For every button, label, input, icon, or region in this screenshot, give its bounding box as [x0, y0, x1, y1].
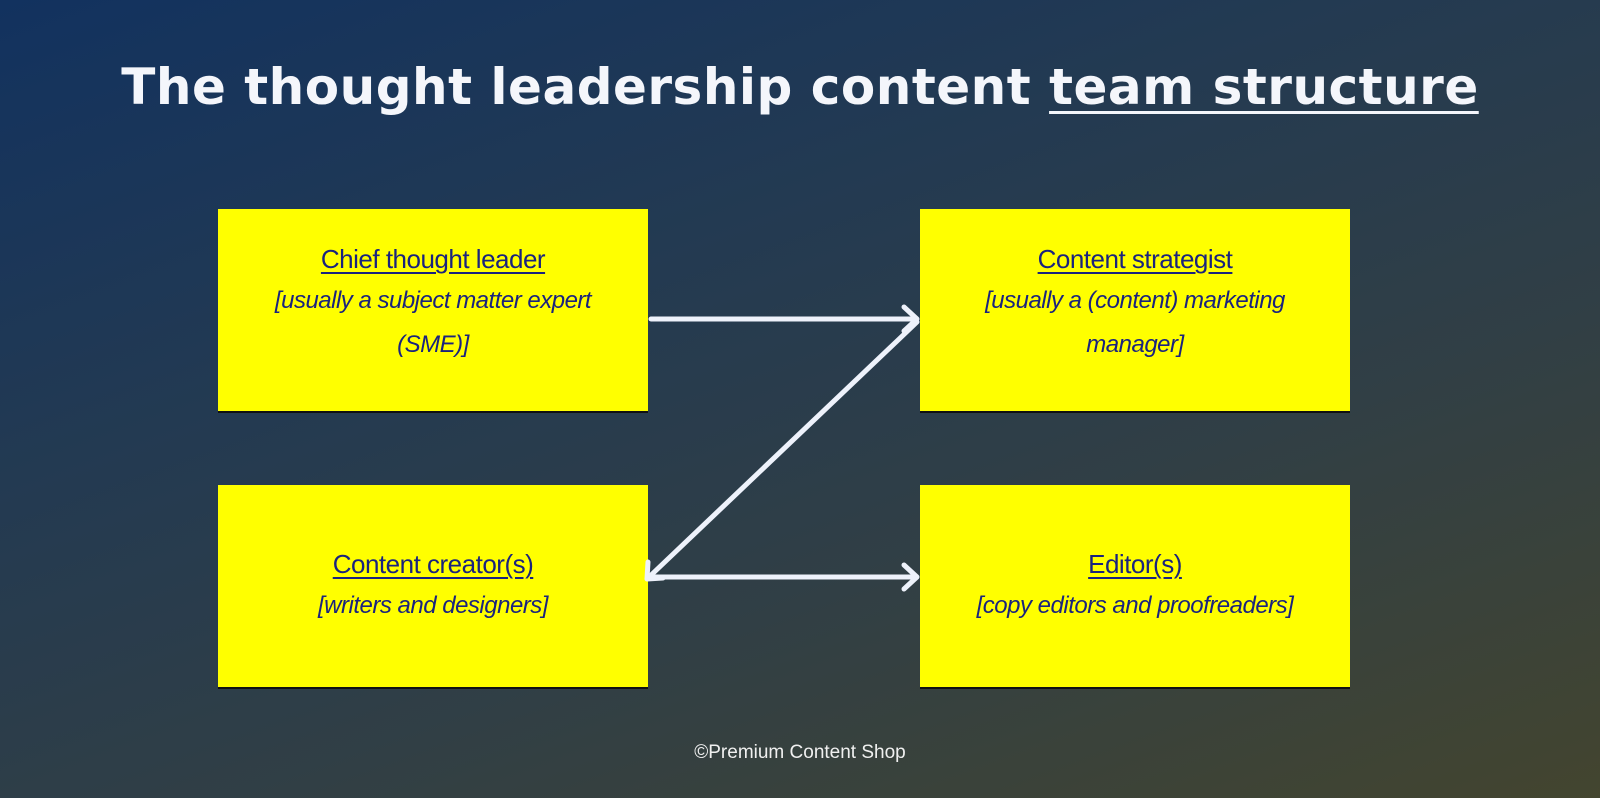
box-editors: Editor(s) [copy editors and proofreaders… [920, 485, 1350, 687]
box-heading: Content creator(s) [332, 549, 534, 579]
box-content-creators: Content creator(s) [writers and designer… [218, 485, 648, 687]
box-chief-thought-leader: Chief thought leader [usually a subject … [218, 209, 648, 411]
title-plain: The thought leadership content [121, 58, 1050, 116]
box-heading: Content strategist [1037, 244, 1233, 274]
box-heading: Chief thought leader [320, 244, 546, 274]
title-underlined: team structure [1049, 58, 1479, 116]
arrow-leader-to-strategist [648, 304, 920, 334]
arrow-strategist-to-creators [644, 319, 920, 582]
copyright-footer: ©Premium Content Shop [694, 742, 906, 763]
box-subtitle: [usually a (content) marketing manager] [985, 287, 1285, 358]
box-heading: Editor(s) [1088, 549, 1182, 579]
box-subtitle: [usually a subject matter expert (SME)] [274, 287, 592, 358]
page-title: The thought leadership content team stru… [0, 58, 1600, 116]
box-subtitle: [copy editors and proofreaders] [976, 592, 1294, 619]
box-subtitle: [writers and designers] [318, 592, 548, 619]
box-content-strategist: Content strategist [usually a (content) … [920, 209, 1350, 411]
arrow-creators-to-editors [648, 562, 920, 592]
